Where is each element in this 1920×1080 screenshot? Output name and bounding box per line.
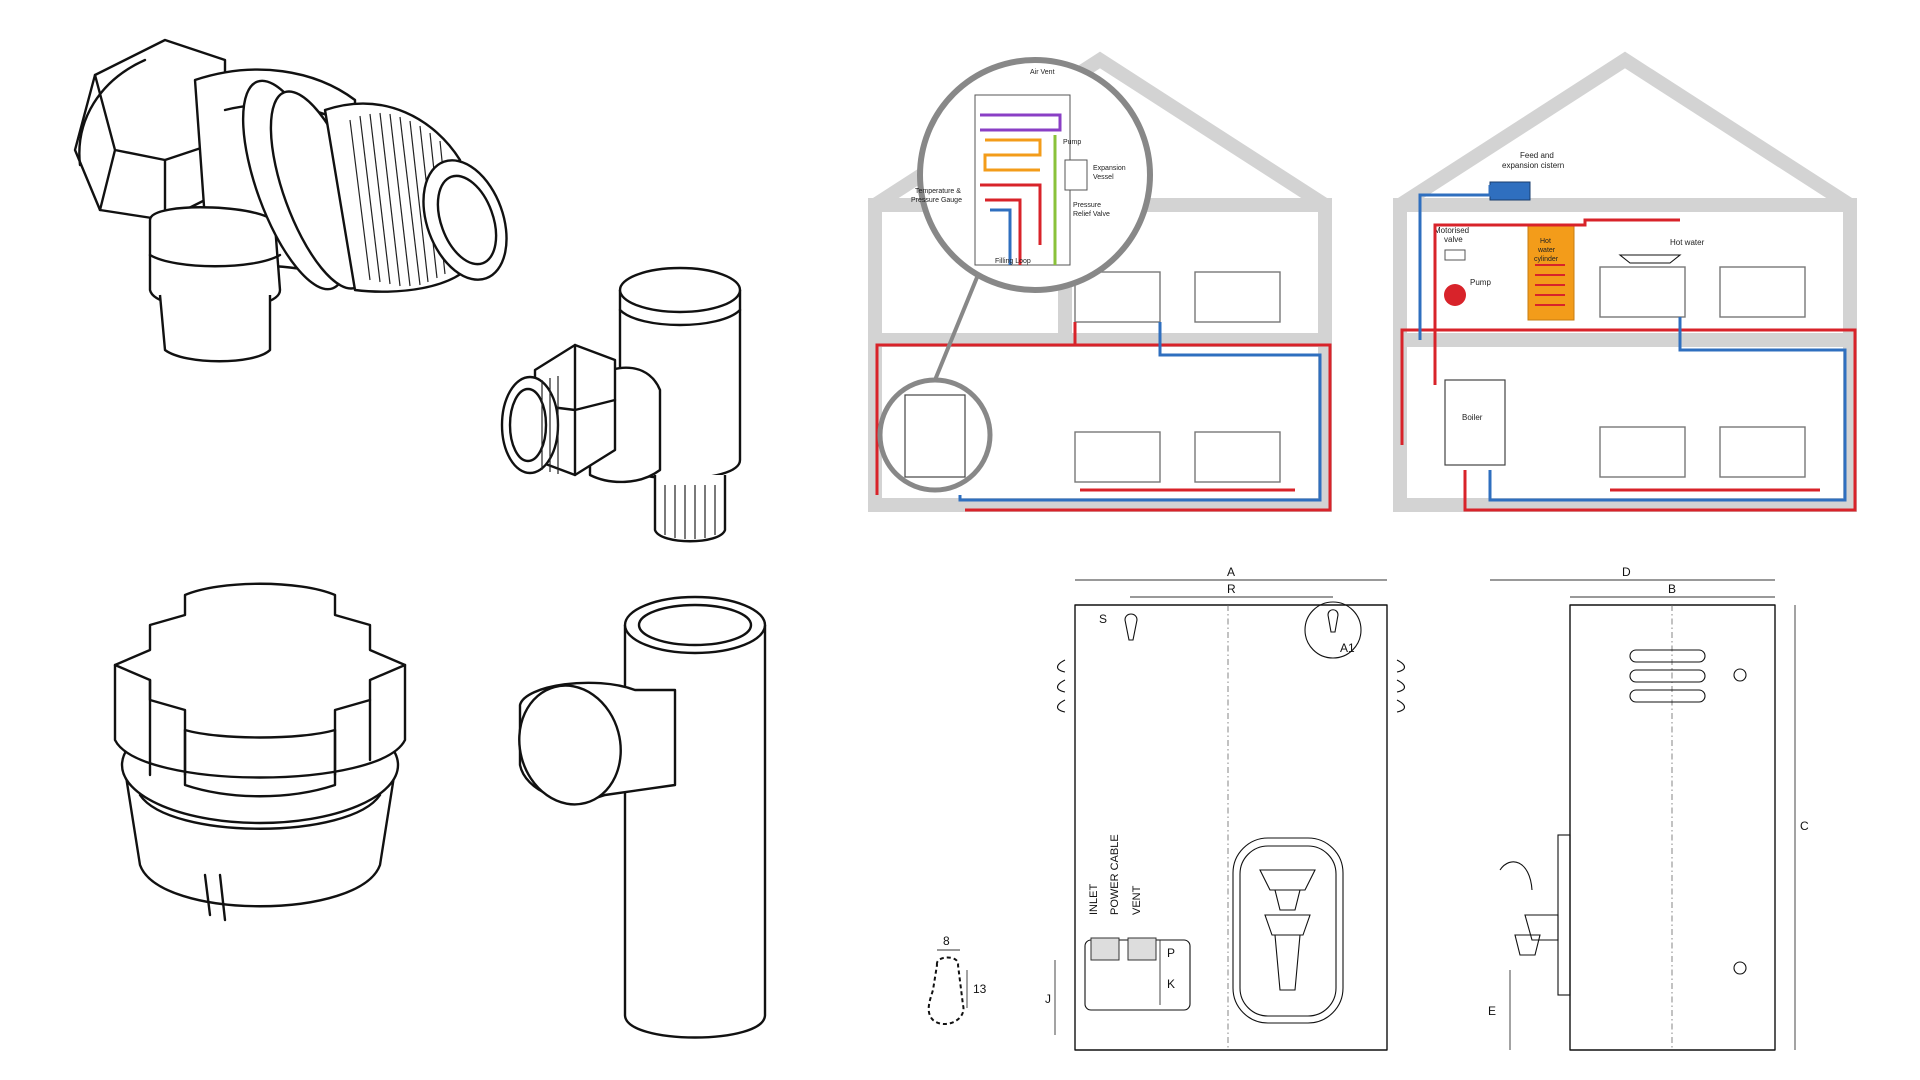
conventional-heating-diagram: Feed and expansion cistern Hot water cyl…	[1390, 45, 1860, 525]
straight-valve-drawing	[500, 266, 742, 543]
label-pump: Pump	[1470, 278, 1491, 287]
combi-heating-diagram: Air Vent Pump Expansion Vessel Temperatu…	[865, 40, 1335, 530]
label-hot-water: Hot water	[1670, 238, 1705, 247]
tundish-plug-drawing	[113, 582, 407, 922]
tundish-elbow-illustration	[495, 595, 795, 1045]
front-elevation-drawing: A R S A1 INLET POWER CABLE VENT P K J	[915, 560, 1475, 1065]
label-pump: Pump	[1063, 139, 1081, 146]
dim-k: K	[1167, 977, 1175, 991]
label-cylinder-1: Hot	[1540, 238, 1551, 245]
label-cistern-2: expansion cistern	[1502, 161, 1564, 170]
label-temp-gauge-2: Pressure Gauge	[911, 197, 962, 204]
boiler	[1444, 379, 1506, 466]
dim-p: P	[1167, 946, 1175, 960]
side-elevation-svg: D B C E	[1488, 565, 1809, 1051]
dim-slot-width: 8	[943, 934, 950, 948]
label-temp-gauge-1: Temperature &	[915, 188, 961, 195]
dim-a: A	[1227, 565, 1235, 579]
dim-d: D	[1622, 565, 1631, 579]
label-air-vent: Air Vent	[1030, 69, 1055, 76]
label-expansion-vessel-2: Vessel	[1093, 174, 1114, 181]
dim-r: R	[1227, 582, 1236, 596]
label-cistern-1: Feed and	[1520, 151, 1554, 160]
label-boiler: Boiler	[1462, 413, 1483, 422]
label-motorised-2: valve	[1444, 235, 1463, 244]
dim-j: J	[1045, 992, 1051, 1006]
dim-slot-height: 13	[973, 982, 987, 996]
label-cylinder-2: water	[1537, 247, 1556, 254]
tundish-elbow-drawing	[518, 595, 767, 1039]
pump-icon	[1444, 284, 1466, 306]
label-vent: VENT	[1131, 885, 1143, 915]
label-expansion-vessel-1: Expansion	[1093, 165, 1126, 172]
keyhole-detail	[927, 956, 965, 1025]
angle-valve-illustration	[55, 20, 575, 440]
tundish-plug-illustration	[110, 575, 410, 935]
dim-s: S	[1099, 612, 1107, 626]
straight-valve-illustration	[480, 230, 810, 560]
label-filling-loop: Filling Loop	[995, 258, 1031, 265]
angle-valve-drawing	[73, 38, 508, 363]
dim-c: C	[1800, 819, 1809, 833]
dim-b: B	[1668, 582, 1676, 596]
label-inlet: INLET	[1088, 884, 1100, 915]
radiator	[1074, 271, 1281, 483]
label-power-cable: POWER CABLE	[1109, 834, 1121, 915]
dim-e: E	[1488, 1004, 1496, 1018]
label-relief-valve-1: Pressure	[1073, 202, 1101, 209]
side-elevation-drawing: D B C E	[1470, 560, 1910, 1065]
front-elevation-svg: A R S A1 INLET POWER CABLE VENT P K J	[927, 565, 1406, 1051]
combi-house-drawing: Air Vent Pump Expansion Vessel Temperatu…	[868, 51, 1332, 512]
combi-boiler	[904, 394, 966, 478]
feed-cistern	[1489, 181, 1531, 201]
label-relief-valve-2: Relief Valve	[1073, 211, 1110, 218]
dim-a1: A1	[1340, 641, 1355, 655]
conventional-house-drawing: Feed and expansion cistern Hot water cyl…	[1393, 51, 1857, 512]
label-motorised-1: Motorised	[1434, 226, 1469, 235]
label-cylinder-3: cylinder	[1534, 256, 1559, 263]
